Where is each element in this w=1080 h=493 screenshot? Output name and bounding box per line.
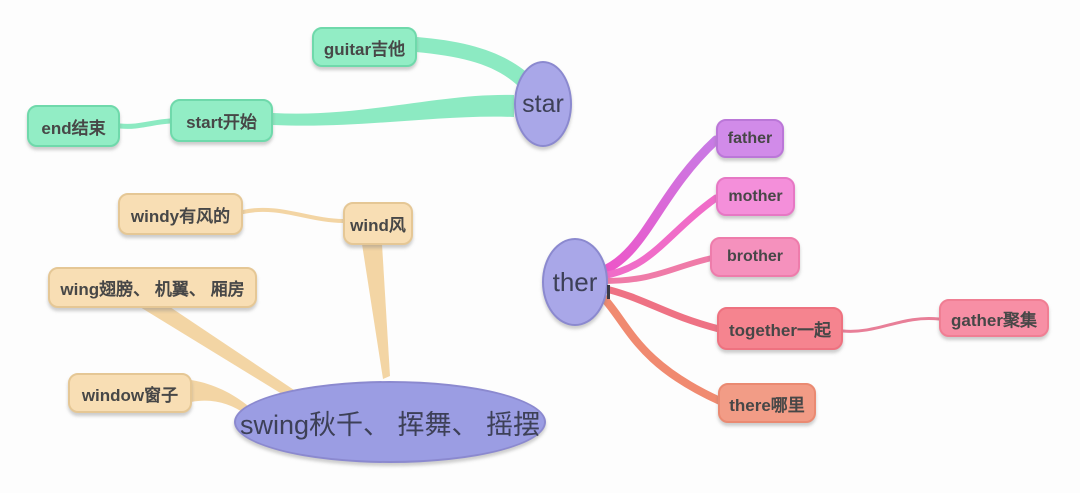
node-swing-label: swing秋千、 挥舞、 摇摆 (239, 409, 541, 440)
node-window[interactable]: window窗子 (68, 373, 192, 413)
node-ther[interactable]: ther (542, 238, 608, 326)
node-end[interactable]: end结束 (27, 105, 120, 147)
node-wind-label: wind风 (350, 216, 406, 235)
node-guitar-label: guitar吉他 (323, 39, 406, 59)
connector-ther-brother (601, 255, 715, 284)
node-window-label: window窗子 (81, 385, 179, 405)
node-gather-label: gather聚集 (951, 310, 1037, 330)
node-there-label: there哪里 (729, 395, 805, 415)
node-swing[interactable]: swing秋千、 挥舞、 摇摆 (234, 381, 546, 463)
node-wing[interactable]: wing翅膀、 机翼、 厢房 (48, 267, 257, 308)
node-father[interactable]: father (716, 119, 784, 158)
node-start[interactable]: start开始 (170, 99, 273, 142)
node-windy-label: windy有风的 (130, 206, 231, 226)
connector-star-start (273, 94, 514, 126)
connector-together-gather (841, 316, 941, 333)
node-brother-label: brother (727, 248, 783, 265)
node-together-label: together一起 (729, 321, 831, 340)
node-star-label: star (522, 89, 564, 118)
connector-swing-wing (140, 307, 303, 402)
text-caret (607, 285, 610, 299)
node-father-label: father (727, 129, 773, 147)
node-brother[interactable]: brother (710, 237, 800, 277)
node-start-label: start开始 (186, 113, 257, 132)
connector-ther-together (598, 284, 723, 333)
node-wind[interactable]: wind风 (343, 202, 413, 245)
node-together[interactable]: together一起 (717, 307, 843, 350)
node-star[interactable]: star (514, 61, 572, 147)
connector-ther-mother (598, 194, 720, 280)
node-mother[interactable]: mother (716, 177, 795, 216)
connector-ther-father (595, 135, 721, 277)
node-end-label: end结束 (41, 118, 106, 138)
connector-wind-windy (241, 207, 345, 223)
connector-start-end (117, 118, 173, 129)
node-windy[interactable]: windy有风的 (118, 193, 243, 235)
node-wing-label: wing翅膀、 机翼、 厢房 (60, 280, 245, 299)
node-there[interactable]: there哪里 (718, 383, 816, 423)
connector-ther-there (596, 290, 724, 405)
node-ther-label: ther (552, 266, 598, 297)
connector-swing-wind (362, 244, 390, 379)
connector-star-guitar (416, 37, 536, 91)
node-guitar[interactable]: guitar吉他 (312, 27, 417, 67)
node-gather[interactable]: gather聚集 (939, 299, 1049, 337)
node-mother-label: mother (728, 187, 783, 205)
connector-swing-window (191, 380, 252, 415)
